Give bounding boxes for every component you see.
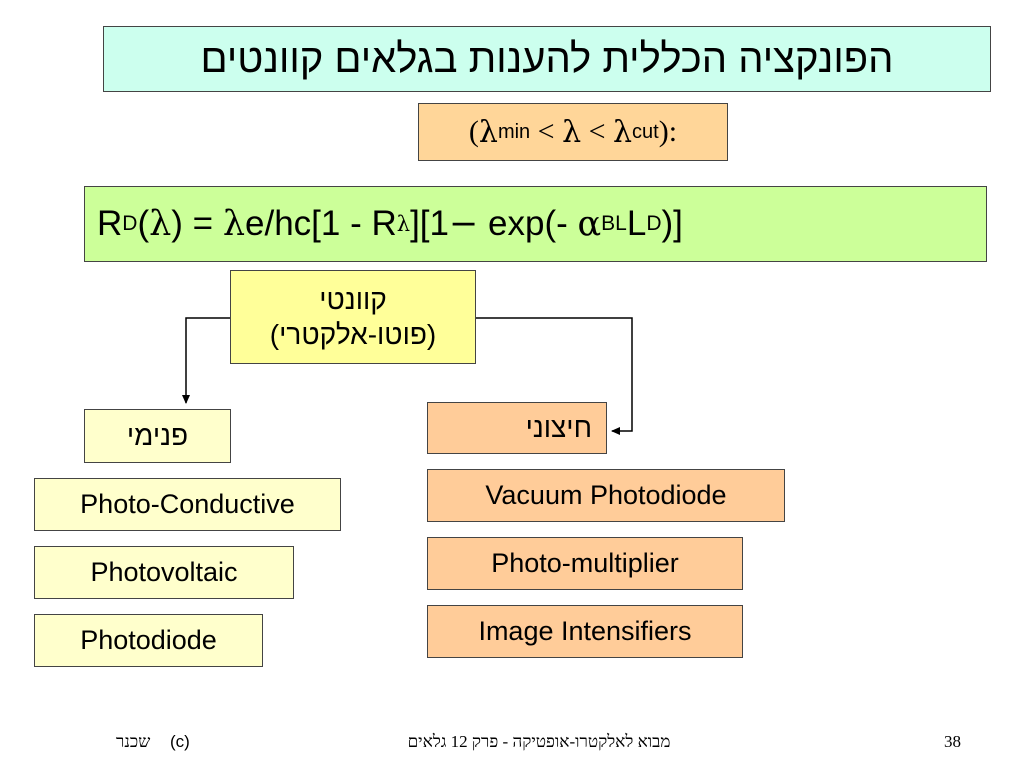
formula-minus: − [449, 204, 479, 244]
arrow-to-external [476, 317, 633, 435]
lambda-symbol: λ [562, 114, 582, 150]
internal-item-photoconductive: Photo-Conductive [34, 478, 341, 531]
external-label: חיצוני [525, 412, 592, 443]
formula-r: R [97, 204, 123, 243]
internal-item-photovoltaic: Photovoltaic [34, 546, 294, 599]
footer-course-title: מבוא לאלקטרו-אופטיקה - פרק 12 גלאים [407, 732, 671, 751]
less-than-2: < [581, 115, 614, 148]
footer-copyright: (c) [170, 732, 190, 751]
formula-d-subscript: D [646, 212, 662, 235]
list-item-label: Photo-multiplier [491, 548, 679, 578]
formula-equals: ) = [171, 204, 223, 243]
less-than-1: < [530, 115, 563, 148]
slide-title-text: הפונקציה הכללית להענות בגלאים קוונטים [200, 36, 894, 81]
formula-close: )] [661, 204, 683, 243]
footer-page-number: 38 [944, 732, 961, 751]
external-item-photomultiplier: Photo-multiplier [427, 537, 743, 590]
quantum-detector-box: קוונטי (פוטו-אלקטרי) [230, 270, 476, 364]
external-item-vacuum-photodiode: Vacuum Photodiode [427, 469, 785, 522]
internal-item-photodiode: Photodiode [34, 614, 263, 667]
external-category-box: חיצוני [427, 402, 607, 454]
list-item-label: Photodiode [80, 625, 217, 655]
condition-open: ( [468, 115, 479, 148]
footer-author: שכנר [116, 732, 151, 751]
arrow-to-internal [182, 317, 230, 404]
bl-subscript: BL [601, 212, 627, 235]
external-item-image-intensifiers: Image Intensifiers [427, 605, 743, 658]
formula-part3: exp(- [478, 204, 578, 243]
internal-label: פנימי [126, 420, 189, 451]
lambda-symbol: λ [222, 204, 246, 244]
lambda-subscript: λ [396, 212, 411, 236]
list-item-label: Photovoltaic [90, 557, 238, 587]
list-item-label: Photo-Conductive [80, 489, 295, 519]
cut-subscript: cut [632, 120, 659, 143]
min-subscript: min [497, 120, 531, 143]
quantum-label: קוונטי [319, 284, 387, 315]
formula-l: L [626, 204, 647, 243]
slide-title: הפונקציה הכללית להענות בגלאים קוונטים [103, 26, 991, 92]
photoelectric-label: (פוטו-אלקטרי) [269, 319, 437, 350]
lambda-symbol: λ [613, 114, 633, 150]
formula-part1: e/hc[1 - R [245, 204, 397, 243]
alpha-symbol: α [577, 204, 602, 244]
condition-close: ): [658, 115, 678, 148]
formula-open-paren: ( [137, 204, 150, 243]
formula-d-subscript: D [122, 212, 138, 235]
lambda-symbol: λ [478, 114, 498, 150]
lambda-symbol: λ [149, 204, 172, 244]
list-item-label: Vacuum Photodiode [485, 480, 727, 510]
formula-part2: ][1 [410, 204, 449, 243]
list-item-label: Image Intensifiers [478, 616, 692, 646]
internal-category-box: פנימי [84, 409, 231, 463]
